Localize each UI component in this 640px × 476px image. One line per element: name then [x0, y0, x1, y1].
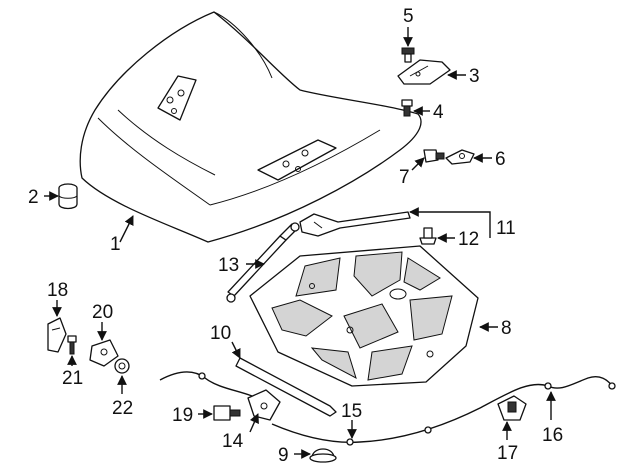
- callout-5: 5: [403, 6, 414, 27]
- hood-insulator: [249, 245, 479, 387]
- cable-grommet: [309, 448, 337, 463]
- actuator-bolt: [67, 335, 77, 355]
- callout-21: 21: [62, 368, 83, 389]
- callout-20: 20: [92, 302, 113, 323]
- callout-15: 15: [341, 401, 362, 422]
- hood-seal: [235, 357, 337, 417]
- safety-catch: [47, 317, 67, 353]
- hood-panel: [79, 11, 422, 243]
- hood-latch: [247, 389, 281, 421]
- callout-4: 4: [433, 102, 444, 123]
- retaining-clip: [419, 227, 437, 245]
- callout-19: 19: [172, 405, 193, 426]
- callout-18: 18: [47, 280, 68, 301]
- callout-7: 7: [399, 167, 410, 188]
- callout-10: 10: [210, 323, 231, 344]
- latch-bolt: [213, 405, 241, 421]
- callout-22: 22: [112, 398, 133, 419]
- latch-actuator: [89, 339, 119, 367]
- callout-1: 1: [110, 234, 121, 255]
- callout-3: 3: [469, 66, 480, 87]
- callout-6: 6: [495, 149, 506, 170]
- callout-9: 9: [278, 445, 289, 466]
- callout-2: 2: [28, 187, 39, 208]
- callout-14: 14: [222, 431, 244, 452]
- latch-striker: [445, 149, 475, 165]
- hood-support-rod: [299, 211, 411, 237]
- striker-bolt: [423, 149, 445, 163]
- hinge-bolt: [401, 47, 415, 63]
- hinge-bracket: [397, 59, 451, 85]
- callout-17: 17: [497, 443, 518, 464]
- callout-16: 16: [542, 425, 563, 446]
- callout-8: 8: [501, 318, 512, 339]
- bumper-stop: [58, 183, 78, 210]
- release-cable: [159, 371, 616, 446]
- callout-13: 13: [218, 255, 239, 276]
- release-handle-bracket: [497, 395, 527, 421]
- leader-lines: [44, 27, 556, 459]
- actuator-nut: [114, 358, 130, 374]
- callout-labels: 1 2 3 4 5 6 7 8 9 10 11 12 13 14 15 16 1…: [28, 6, 563, 466]
- callout-12: 12: [458, 229, 479, 250]
- hood-bolt: [401, 99, 413, 117]
- callout-11: 11: [496, 218, 516, 239]
